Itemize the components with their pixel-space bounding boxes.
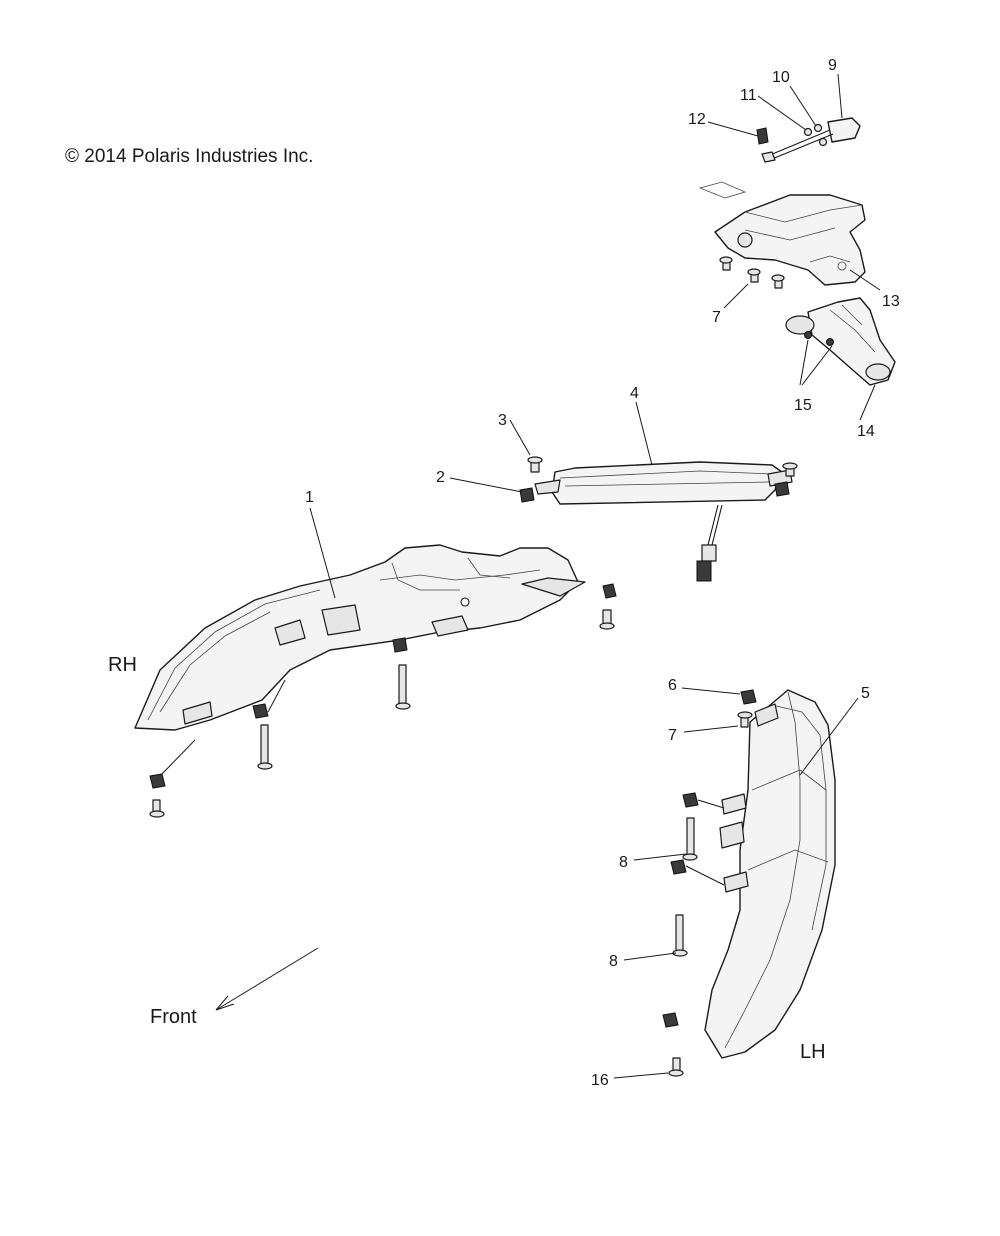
- part-9-light-assembly: [756, 117, 861, 163]
- callout-7-lh: 7: [668, 727, 677, 744]
- callout-12: 12: [688, 111, 706, 128]
- clip-nut-icon: [602, 583, 617, 599]
- long-screw-icon: [260, 724, 269, 766]
- clip-nut-icon: [252, 703, 269, 719]
- clip-nut-icon: [682, 792, 699, 808]
- clip-nut-icon: [662, 1012, 679, 1028]
- callout-16: 16: [591, 1072, 609, 1089]
- lh-label: LH: [800, 1041, 826, 1063]
- callout-3: 3: [498, 412, 507, 429]
- front-direction-arrow: [215, 947, 319, 1011]
- part-13-license-bracket: [698, 181, 866, 286]
- callout-2: 2: [436, 469, 445, 486]
- long-screw-icon: [686, 817, 695, 857]
- rh-label: RH: [108, 654, 137, 676]
- part-14-license-light: [785, 297, 896, 386]
- copyright-text: © 2014 Polaris Industries Inc.: [65, 146, 313, 167]
- screw-icon: [152, 799, 161, 813]
- long-screw-icon: [398, 664, 407, 706]
- front-label: Front: [150, 1006, 197, 1028]
- washer-icon: [813, 123, 823, 133]
- clip-nut-icon: [519, 487, 535, 503]
- callout-7-bracket: 7: [712, 309, 721, 326]
- clip-nut-icon: [774, 481, 790, 497]
- callout-9: 9: [828, 57, 837, 74]
- callout-4: 4: [630, 385, 639, 402]
- clip-nut-icon: [740, 689, 757, 705]
- clip-nut-icon: [392, 637, 408, 653]
- part-5-lh-side-panel: [704, 689, 836, 1059]
- part-5-hardware: [662, 689, 757, 1077]
- part-4-hardware: [519, 456, 798, 503]
- callout-11: 11: [740, 87, 757, 104]
- screw-icon: [826, 338, 834, 346]
- connector-clip-icon: [756, 127, 769, 145]
- nut-icon: [803, 127, 813, 137]
- callout-13: 13: [882, 293, 900, 310]
- callout-15: 15: [794, 397, 812, 414]
- leader-lines: [309, 73, 881, 1079]
- long-screw-icon: [675, 914, 684, 954]
- screw-icon: [804, 331, 812, 339]
- clip-nut-icon: [149, 773, 166, 789]
- callout-8-lower: 8: [609, 953, 618, 970]
- callout-1: 1: [305, 489, 314, 506]
- callout-14: 14: [857, 423, 875, 440]
- part-4-light-bar: [534, 461, 793, 582]
- callout-5: 5: [861, 685, 870, 702]
- nut-icon: [818, 137, 828, 147]
- callout-8-upper: 8: [619, 854, 628, 871]
- clip-nut-icon: [670, 859, 687, 875]
- part-1-hardware: [149, 583, 617, 818]
- part-1-rh-side-panel: [134, 544, 586, 731]
- callout-6: 6: [668, 677, 677, 694]
- screw-icon: [602, 609, 612, 625]
- callout-10: 10: [772, 69, 790, 86]
- part-13-hardware: [719, 256, 785, 289]
